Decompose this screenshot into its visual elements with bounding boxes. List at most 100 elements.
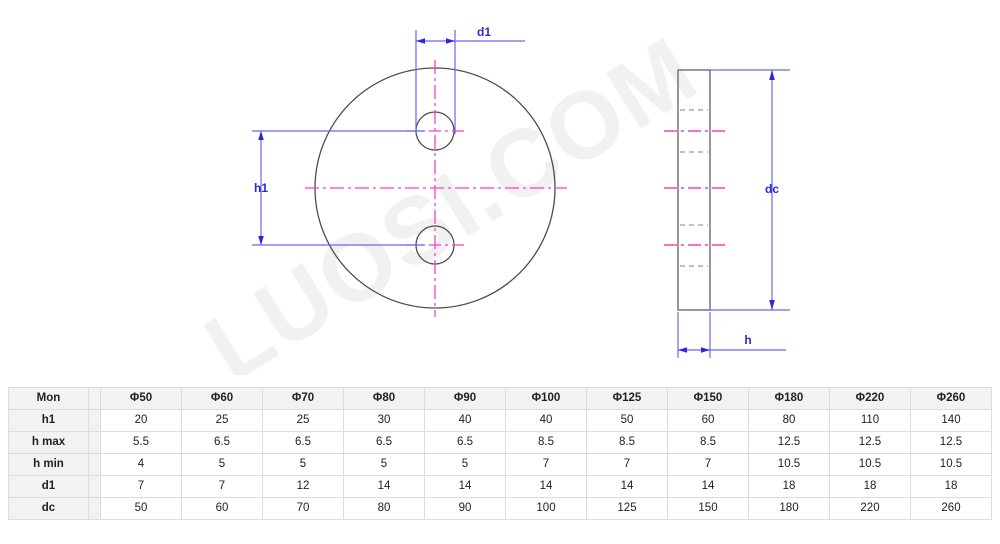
table-row: h max 5.5 6.5 6.5 6.5 6.5 8.5 8.5 8.5 12…: [8, 431, 992, 454]
h-arrow-left: [678, 347, 687, 353]
side-view: dc h: [664, 69, 790, 358]
table-header-row: Mon Φ50 Φ60 Φ70 Φ80 Φ90 Φ100 Φ125 Φ150 Φ…: [8, 387, 992, 410]
cell: 80: [748, 409, 830, 432]
row-spacer: [88, 497, 101, 520]
d1-label: d1: [477, 25, 491, 39]
header-cell-7: Φ125: [586, 387, 668, 410]
cell: 60: [667, 409, 749, 432]
cell: 50: [586, 409, 668, 432]
cell: 60: [181, 497, 263, 520]
dimension-h: h: [677, 312, 786, 358]
cell: 14: [586, 475, 668, 498]
cell: 12.5: [748, 431, 830, 454]
row-spacer: [88, 431, 101, 454]
table-row: dc 50 60 70 80 90 100 125 150 180 220 26…: [8, 497, 992, 520]
cell: 7: [667, 453, 749, 476]
cell: 50: [100, 497, 182, 520]
header-cell-1: Φ50: [100, 387, 182, 410]
cell: 18: [829, 475, 911, 498]
h1-arrow-bottom: [258, 236, 264, 245]
cell: 25: [181, 409, 263, 432]
row-label-dc: dc: [8, 497, 89, 520]
cell: 14: [505, 475, 587, 498]
cell: 6.5: [181, 431, 263, 454]
cell: 14: [343, 475, 425, 498]
dimension-dc: dc: [706, 69, 790, 311]
dimension-d1: d1: [415, 25, 525, 134]
h1-arrow-top: [258, 131, 264, 140]
cell: 12.5: [910, 431, 992, 454]
cell: 150: [667, 497, 749, 520]
cell: 8.5: [505, 431, 587, 454]
d1-arrow-right: [446, 38, 455, 44]
side-view-body: [677, 69, 711, 311]
cell: 14: [424, 475, 506, 498]
header-cell-9: Φ180: [748, 387, 830, 410]
specification-table-container: Mon Φ50 Φ60 Φ70 Φ80 Φ90 Φ100 Φ125 Φ150 Φ…: [8, 387, 992, 520]
header-cell-10: Φ220: [829, 387, 911, 410]
cell: 6.5: [262, 431, 344, 454]
cell: 260: [910, 497, 992, 520]
cell: 8.5: [586, 431, 668, 454]
header-cell-mon: Mon: [8, 387, 89, 410]
h1-label: h1: [254, 181, 268, 195]
row-label-h1: h1: [8, 409, 89, 432]
cell: 90: [424, 497, 506, 520]
row-label-h-min: h min: [8, 453, 89, 476]
cell: 7: [181, 475, 263, 498]
cell: 180: [748, 497, 830, 520]
header-cell-5: Φ90: [424, 387, 506, 410]
table-row: d1 7 7 12 14 14 14 14 14 18 18 18: [8, 475, 992, 498]
d1-arrow-left: [416, 38, 425, 44]
dc-label: dc: [765, 182, 779, 196]
row-spacer: [88, 453, 101, 476]
dimension-h1: h1: [252, 130, 424, 246]
cell: 7: [505, 453, 587, 476]
front-view: d1 h1: [252, 25, 567, 317]
cell: 100: [505, 497, 587, 520]
header-cell-11: Φ260: [910, 387, 992, 410]
cell: 18: [748, 475, 830, 498]
h-label: h: [744, 333, 751, 347]
row-label-h-max: h max: [8, 431, 89, 454]
cell: 10.5: [748, 453, 830, 476]
header-cell-6: Φ100: [505, 387, 587, 410]
cell: 220: [829, 497, 911, 520]
cell: 12.5: [829, 431, 911, 454]
cell: 7: [586, 453, 668, 476]
header-cell-3: Φ70: [262, 387, 344, 410]
cell: 6.5: [343, 431, 425, 454]
technical-drawing: LUOSI.COM d1: [187, 17, 790, 375]
header-cell-2: Φ60: [181, 387, 263, 410]
cell: 5: [424, 453, 506, 476]
cell: 14: [667, 475, 749, 498]
cell: 10.5: [910, 453, 992, 476]
specification-table: Mon Φ50 Φ60 Φ70 Φ80 Φ90 Φ100 Φ125 Φ150 Φ…: [8, 387, 992, 520]
row-spacer: [88, 475, 101, 498]
cell: 5.5: [100, 431, 182, 454]
cell: 5: [262, 453, 344, 476]
cell: 8.5: [667, 431, 749, 454]
header-cell-4: Φ80: [343, 387, 425, 410]
cell: 40: [424, 409, 506, 432]
header-cell-8: Φ150: [667, 387, 749, 410]
cell: 5: [343, 453, 425, 476]
cell: 25: [262, 409, 344, 432]
table-row: h min 4 5 5 5 5 7 7 7 10.5 10.5 10.5: [8, 453, 992, 476]
cell: 30: [343, 409, 425, 432]
cell: 140: [910, 409, 992, 432]
cell: 70: [262, 497, 344, 520]
cell: 10.5: [829, 453, 911, 476]
cell: 80: [343, 497, 425, 520]
drawing-canvas: LUOSI.COM d1: [187, 17, 790, 375]
cell: 40: [505, 409, 587, 432]
row-spacer: [88, 409, 101, 432]
cell: 20: [100, 409, 182, 432]
cell: 110: [829, 409, 911, 432]
cell: 18: [910, 475, 992, 498]
dc-arrow-top: [769, 70, 775, 80]
dc-arrow-bottom: [769, 300, 775, 310]
cell: 5: [181, 453, 263, 476]
row-label-d1: d1: [8, 475, 89, 498]
h-arrow-right: [701, 347, 710, 353]
